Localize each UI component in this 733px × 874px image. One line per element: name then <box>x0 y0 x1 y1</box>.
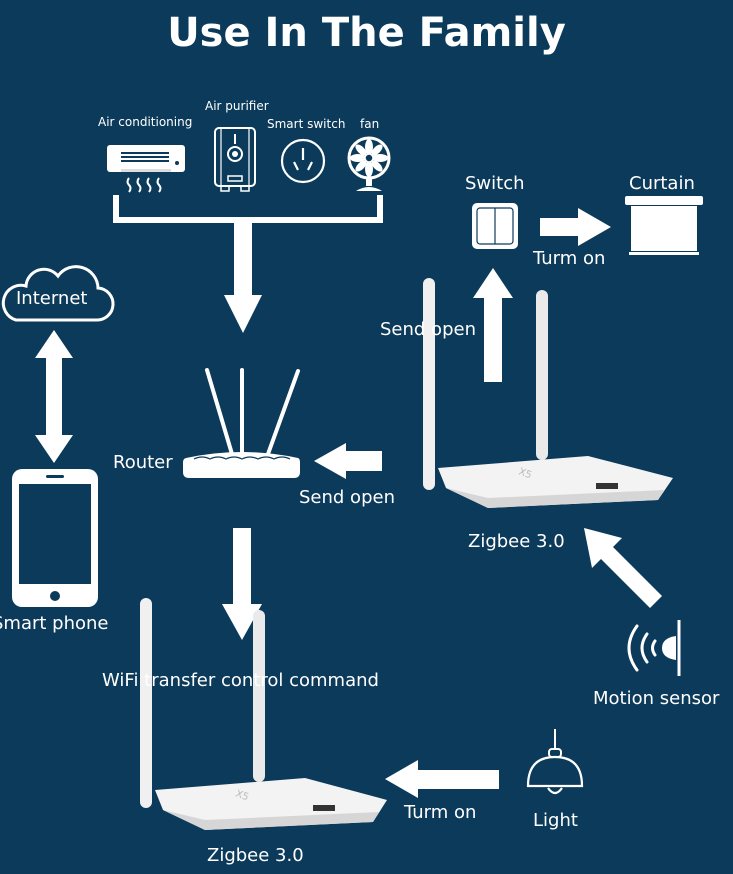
internet-cloud-icon <box>1 265 115 322</box>
router-icon <box>183 368 300 478</box>
switch-to-curtain-arrow <box>540 208 611 246</box>
zigbee-top-label: Zigbee 3.0 <box>468 531 565 552</box>
internet-label: Internet <box>16 288 88 309</box>
smart-switch-icon <box>280 138 326 184</box>
zigbee-hub-top-device: X5 <box>423 278 673 508</box>
hub-badge: X5 <box>234 788 250 803</box>
motion-sensor-label: Motion sensor <box>593 688 720 709</box>
zigbee-to-router-label: Send open <box>299 487 395 508</box>
router-label: Router <box>113 452 173 473</box>
zigbee-bottom-label: Zigbee 3.0 <box>207 845 304 866</box>
fan-label: fan <box>360 117 380 131</box>
switch-icon <box>472 203 518 249</box>
motion-sensor-icon <box>627 620 681 676</box>
air-conditioning-label: Air conditioning <box>98 115 193 129</box>
air-purifier-label: Air purifier <box>205 99 269 113</box>
switch-label: Switch <box>465 173 525 194</box>
air-purifier-icon <box>214 127 256 192</box>
zigbee-to-router-arrow <box>314 443 382 479</box>
internet-phone-double-arrow <box>35 330 73 463</box>
smart-phone-label: Smart phone <box>0 613 109 634</box>
light-to-zigbee-arrow <box>385 760 499 798</box>
zigbee-hub-bottom-device: X5 <box>140 598 387 830</box>
zigbee-to-switch-label: Send open <box>380 319 476 340</box>
light-label: Light <box>533 810 578 831</box>
hub-badge: X5 <box>517 466 533 481</box>
light-to-zigbee-label: Turm on <box>404 802 477 823</box>
fan-icon <box>347 136 391 191</box>
appliances-bracket-arrow <box>113 195 383 333</box>
page-title: Use In The Family <box>167 10 566 56</box>
smart-switch-label: Smart switch <box>267 117 346 131</box>
router-to-zigbee-arrow <box>222 528 262 640</box>
pendant-light-icon <box>526 729 584 795</box>
curtain-icon <box>625 196 703 255</box>
zigbee-to-switch-arrow <box>473 268 513 382</box>
switch-to-curtain-label: Turm on <box>533 248 606 269</box>
curtain-label: Curtain <box>629 173 695 194</box>
motion-to-zigbee-arrow <box>584 528 662 608</box>
router-to-zigbee-label: WiFi transfer control command <box>102 670 379 691</box>
air-conditioner-icon <box>107 145 185 193</box>
smart-phone-icon <box>12 469 98 607</box>
